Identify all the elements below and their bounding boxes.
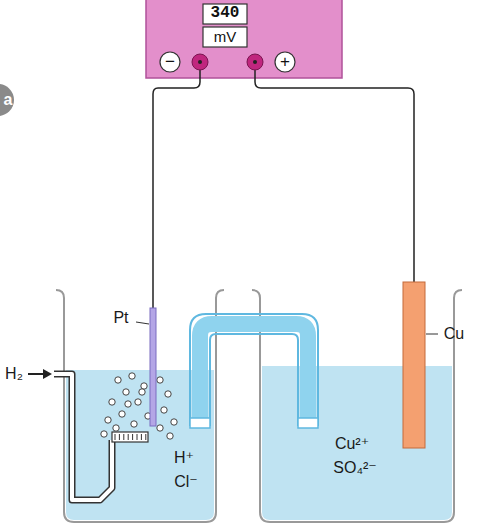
- gas-bubble: [157, 425, 163, 431]
- terminal: [198, 60, 202, 64]
- gas-bubble: [109, 399, 115, 405]
- unit-display: [203, 27, 247, 47]
- electrode-label: Pt: [113, 309, 128, 327]
- diffuser-slot: [128, 434, 129, 440]
- polarity-sign: [275, 52, 295, 72]
- gas-bubble: [139, 389, 145, 395]
- terminal: [253, 60, 257, 64]
- platinum-electrode: [150, 308, 156, 426]
- salt-bridge: [210, 334, 298, 426]
- gas-bubble: [125, 401, 131, 407]
- gas-bubble: [171, 419, 177, 425]
- figure-letter: a: [4, 91, 13, 109]
- gas-bubble: [167, 433, 173, 439]
- leader-line: [136, 322, 149, 324]
- diffuser-slot: [145, 434, 146, 440]
- gas-bubble: [141, 383, 147, 389]
- gas-tube: [54, 374, 112, 500]
- gas-bubble: [165, 391, 171, 397]
- voltmeter-body: [146, 0, 342, 78]
- diffuser-slot: [123, 434, 124, 440]
- salt-bridge: [200, 324, 308, 426]
- gas-bubble: [123, 389, 129, 395]
- unit-label: mV: [214, 29, 237, 46]
- gas-bubble: [131, 421, 137, 427]
- salt-bridge-plug: [190, 418, 210, 428]
- gas-arrow: [43, 369, 52, 379]
- gas-bubble: [115, 377, 121, 383]
- diffuser-slot: [132, 434, 133, 440]
- gas-diffuser: [112, 432, 148, 442]
- terminal: [192, 54, 208, 70]
- gas-bubble: [157, 377, 163, 383]
- diffuser-slot: [115, 434, 116, 440]
- gas-bubble: [101, 431, 107, 437]
- gas-bubbles: [101, 373, 177, 439]
- salt-bridge: [190, 314, 318, 426]
- leader-line: [426, 334, 438, 335]
- gas-bubble: [113, 425, 119, 431]
- diffuser-slot: [119, 434, 120, 440]
- gas-bubble: [135, 399, 141, 405]
- voltmeter-display: [203, 4, 247, 24]
- salt-bridge-plug: [298, 418, 318, 428]
- ion-label: Cl⁻: [174, 473, 198, 491]
- gas-bubble: [119, 411, 125, 417]
- electrode-label: Cu: [444, 325, 464, 343]
- polarity-sign: +: [280, 53, 290, 72]
- gas-label: H₂: [5, 365, 23, 383]
- gas-tube: [54, 374, 112, 500]
- gas-bubble: [129, 373, 135, 379]
- gas-arrow: [28, 373, 44, 375]
- ion-label: SO₄²⁻: [333, 459, 376, 477]
- voltage-reading: 340: [211, 5, 240, 23]
- diffuser-slot: [137, 434, 138, 440]
- diffuser-slot: [141, 434, 142, 440]
- polarity-sign: −: [165, 53, 175, 72]
- gas-diffuser: [115, 434, 146, 440]
- copper-electrode: [403, 282, 425, 448]
- wire: [153, 62, 200, 308]
- terminal: [247, 54, 263, 70]
- gas-bubble: [105, 417, 111, 423]
- gas-bubble: [161, 407, 167, 413]
- wire: [255, 62, 414, 282]
- figure-badge: [0, 84, 14, 116]
- polarity-sign: [160, 52, 180, 72]
- ion-label: Cu²⁺: [335, 435, 369, 453]
- ion-label: H⁺: [174, 449, 194, 467]
